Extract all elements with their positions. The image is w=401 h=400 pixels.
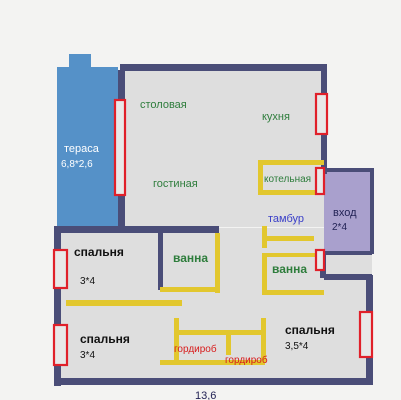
- bedroom2-size: 3*4: [80, 350, 95, 361]
- window-kitchen: [314, 92, 329, 136]
- wardrobe2-label: гордироб: [225, 354, 268, 366]
- wall-entrance-bottom: [324, 251, 372, 255]
- wardrobe1-label: гордироб: [174, 343, 217, 355]
- fixture-vestibule-left: [262, 226, 267, 248]
- bedroom1-label: спальня: [74, 245, 124, 259]
- wall-left-lower: [54, 226, 61, 386]
- fixture-wardrobe-left: [174, 318, 179, 363]
- bedroom2-label: спальня: [80, 332, 130, 346]
- fixture-bath-right-bottom: [262, 290, 324, 295]
- living-label: гостиная: [153, 178, 198, 190]
- fixture-bath-right-divider: [262, 253, 324, 257]
- window-boiler: [314, 166, 326, 196]
- kitchen-label: кухня: [262, 111, 290, 123]
- terrace-area: [57, 67, 118, 227]
- bath-right-label: ванна: [272, 262, 307, 276]
- terrace-label: тераса: [64, 143, 100, 155]
- dimension-label: 13,6: [195, 390, 216, 400]
- fixture-bath-left-vertical: [215, 233, 220, 293]
- bedroom3-size: 3,5*4: [285, 341, 309, 352]
- wall-entrance-top: [324, 168, 372, 172]
- fixture-boiler-bottom: [258, 190, 324, 195]
- vestibule-label: тамбур: [268, 213, 304, 225]
- fixture-boiler-left: [258, 160, 263, 192]
- boiler-label: котельная: [264, 174, 311, 185]
- wall-right-step: [324, 274, 372, 280]
- bath-left-label: ванна: [173, 251, 208, 265]
- wall-middle: [54, 226, 219, 233]
- entrance-size: 2*4: [332, 222, 347, 233]
- window-bedroom1: [52, 248, 69, 290]
- fixture-vestibule-top: [262, 236, 314, 241]
- terrace-size: 6,8*2,6: [61, 159, 93, 170]
- terrace-pillar: [69, 54, 91, 70]
- wall-entrance-right: [370, 168, 374, 254]
- fixture-boiler-top: [258, 160, 324, 165]
- wall-bedroom-divider: [66, 300, 182, 306]
- fixture-wardrobe-mid: [226, 330, 231, 355]
- wall-bath-left-side: [158, 233, 163, 290]
- fixture-wardrobe-right: [261, 318, 266, 363]
- window-terrace: [113, 98, 127, 197]
- main-hall-area: [124, 70, 324, 227]
- entrance-label: вход: [333, 207, 357, 219]
- fixture-wardrobe-bottom: [160, 360, 265, 365]
- window-bath-right: [314, 248, 326, 272]
- entrance-area: [324, 170, 372, 255]
- fixture-bath-right-left: [262, 255, 267, 293]
- window-bedroom2: [52, 323, 69, 367]
- window-bedroom3: [358, 310, 374, 359]
- dining-label: столовая: [140, 99, 187, 111]
- fixture-bath-left-bottom: [160, 287, 220, 292]
- bedroom1-size: 3*4: [80, 276, 95, 287]
- wall-bottom: [54, 378, 372, 385]
- bedroom3-label: спальня: [285, 323, 335, 337]
- fixture-wardrobe-top: [174, 330, 266, 335]
- wall-top: [120, 64, 326, 71]
